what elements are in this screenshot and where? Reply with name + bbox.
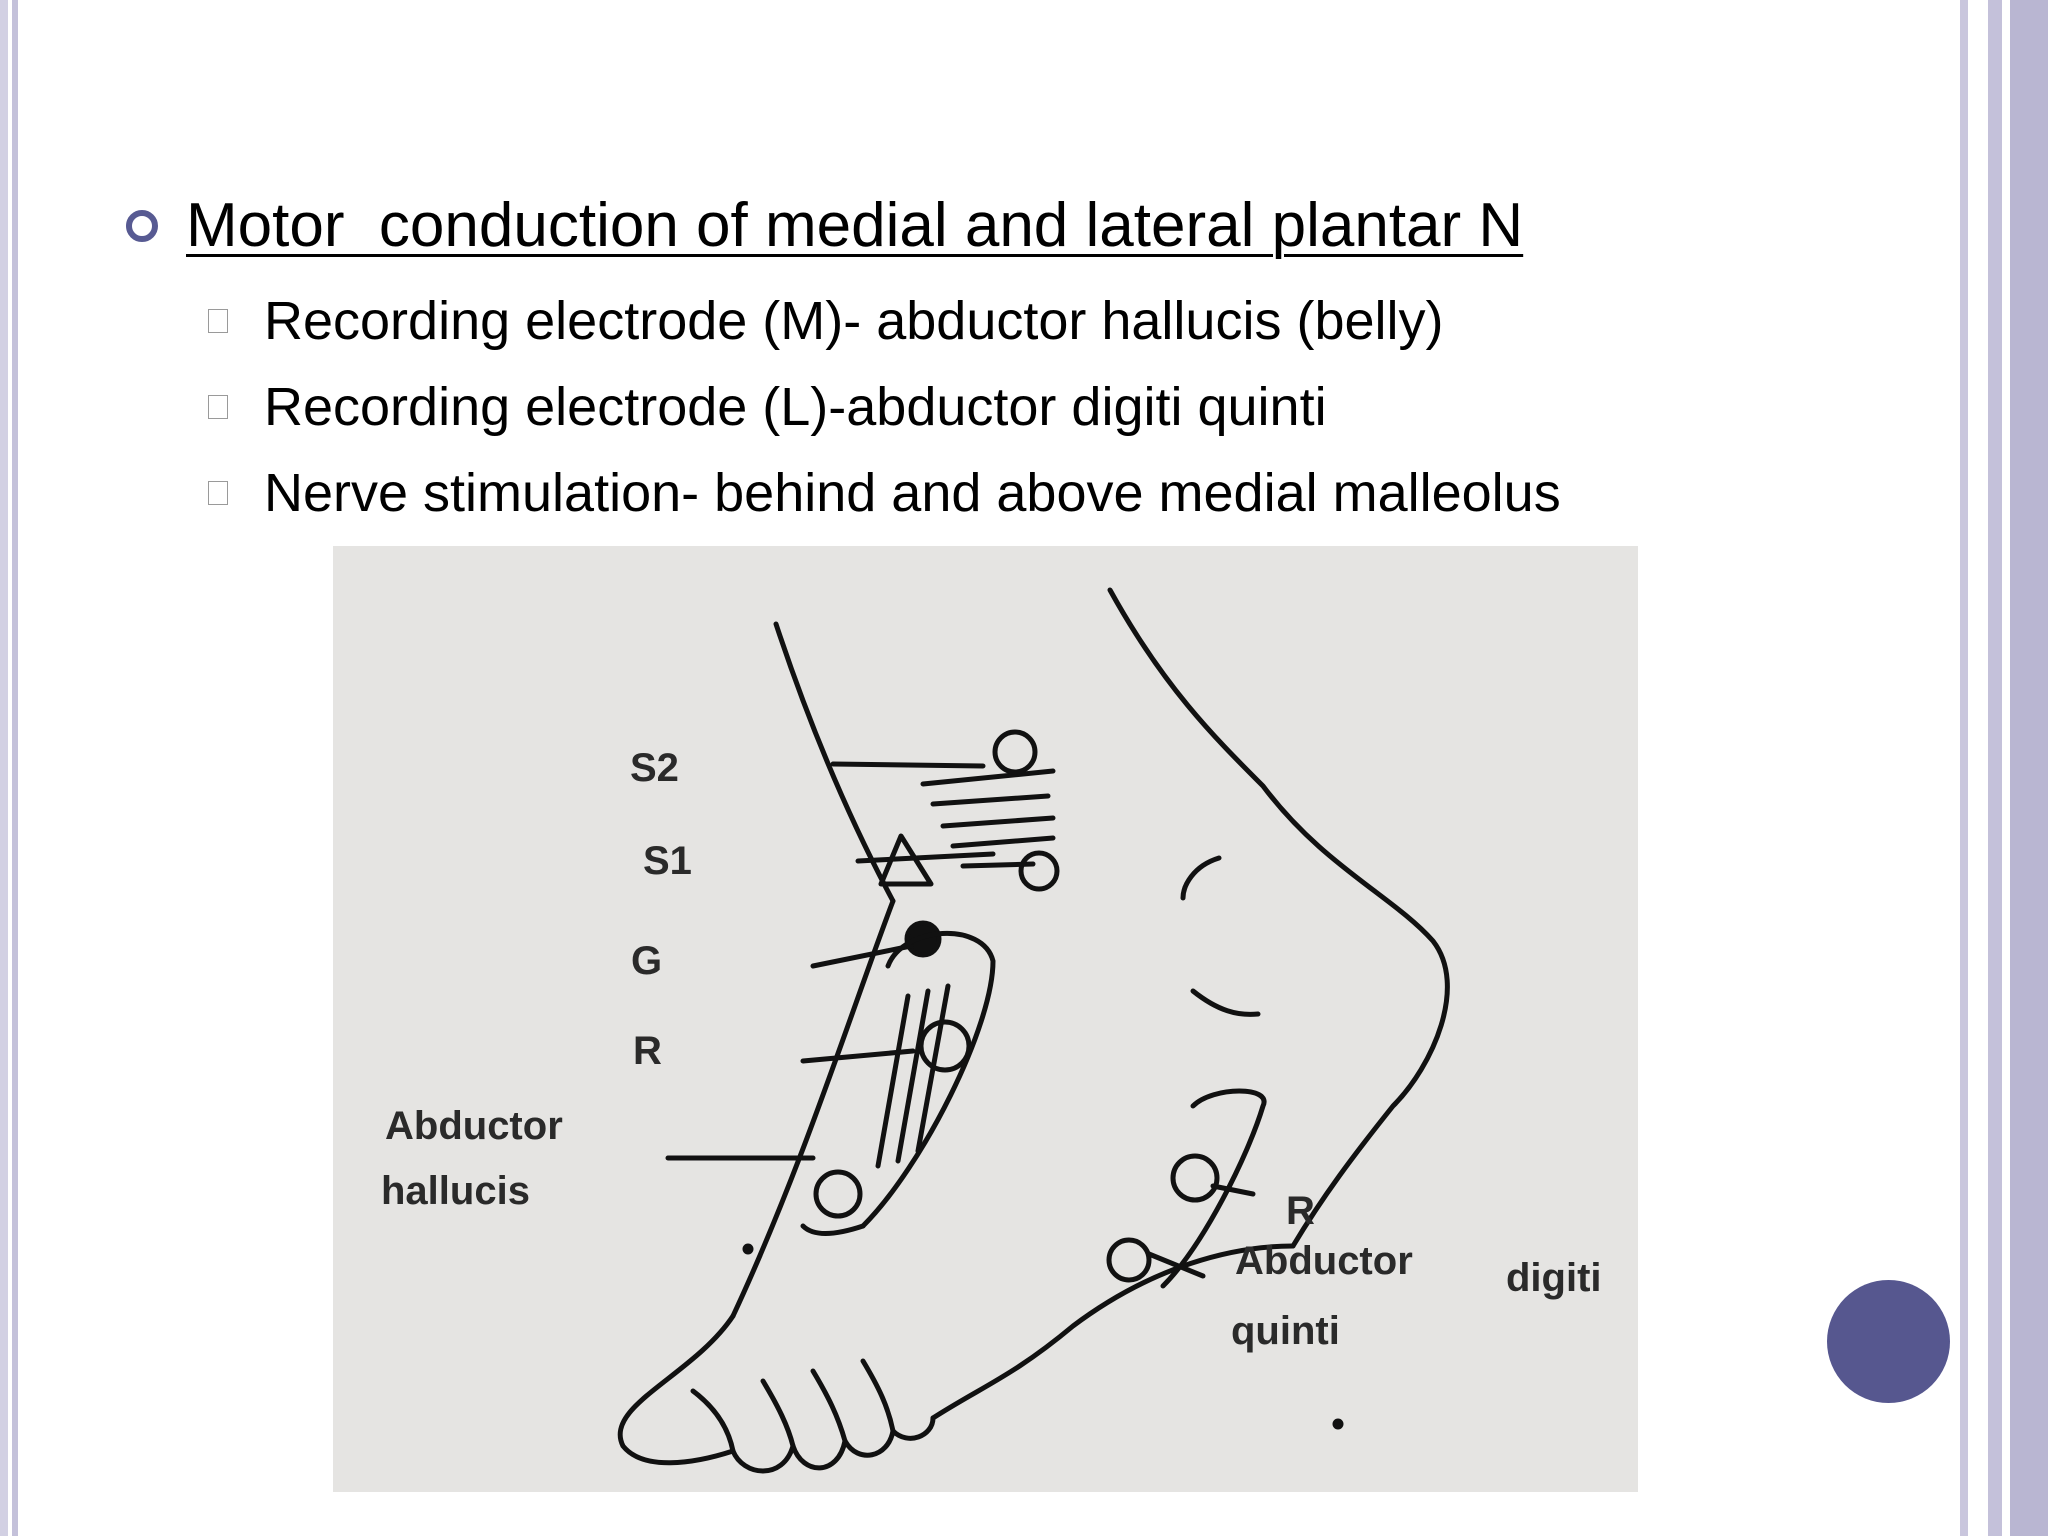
bullet-text: Recording electrode (M)- abductor halluc… <box>264 291 1444 351</box>
heading-row: Motor conduction of medial and lateral p… <box>126 186 1523 266</box>
label-quinti: quinti <box>1231 1309 1340 1353</box>
square-bullet-icon <box>208 481 228 505</box>
label-abductor-right: Abductor <box>1235 1239 1413 1283</box>
bullet-text: Recording electrode (L)-abductor digiti … <box>264 377 1327 437</box>
slide-heading: Motor conduction of medial and lateral p… <box>186 191 1524 260</box>
label-abductor-left: Abductor <box>385 1104 563 1148</box>
left-border-line <box>0 0 8 1536</box>
label-hallucis: hallucis <box>381 1169 530 1213</box>
foot-drawing <box>617 587 1450 1474</box>
ring-bullet-icon <box>126 210 158 242</box>
list-item: Nerve stimulation- behind and above medi… <box>208 450 1561 536</box>
label-s2: S2 <box>630 746 679 790</box>
sub-bullet-list: Recording electrode (M)- abductor halluc… <box>208 278 1561 536</box>
label-s1: S1 <box>643 839 692 883</box>
foot-diagram-figure: S2 S1 G R Abductor hallucis R Abductor d… <box>333 546 1638 1492</box>
list-item: Recording electrode (L)-abductor digiti … <box>208 364 1561 450</box>
list-item: Recording electrode (M)- abductor halluc… <box>208 278 1561 364</box>
label-r-right: R <box>1286 1189 1315 1233</box>
square-bullet-icon <box>208 309 228 333</box>
label-g: G <box>631 939 663 983</box>
circle-nav-icon[interactable] <box>1827 1280 1950 1403</box>
square-bullet-icon <box>208 395 228 419</box>
label-r-left: R <box>633 1029 662 1073</box>
right-border-frame <box>1960 0 2048 1536</box>
label-digiti: digiti <box>1506 1256 1602 1300</box>
bullet-text: Nerve stimulation- behind and above medi… <box>264 463 1561 523</box>
left-border-line-inner <box>12 0 18 1536</box>
